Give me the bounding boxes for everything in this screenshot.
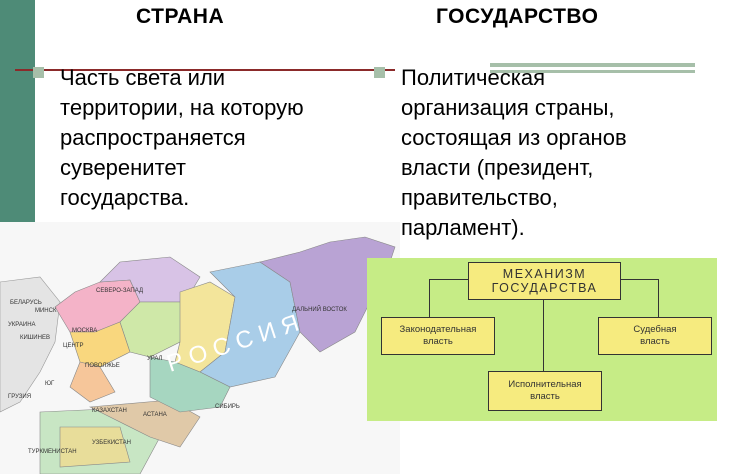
- region-label: УЗБЕКИСТАН: [92, 440, 131, 446]
- region-label: ГРУЗИЯ: [8, 394, 31, 400]
- box-label-line: власть: [423, 336, 453, 347]
- region-label: АСТАНА: [143, 412, 167, 418]
- region-label: БЕЛАРУСЬ: [10, 300, 42, 306]
- country-definition: Часть света или территории, на которую р…: [60, 63, 360, 213]
- text-line: государства.: [60, 185, 190, 210]
- region-label: МОСКВА: [72, 328, 97, 334]
- connector-line: [429, 279, 468, 280]
- region-label: ПОВОЛЖЬЕ: [85, 363, 120, 369]
- state-mechanism-diagram: МЕХАНИЗМ ГОСУДАРСТВА Законодательная вла…: [367, 258, 717, 421]
- text-line: организация страны,: [401, 95, 615, 120]
- box-label-line: власть: [640, 336, 670, 347]
- box-label-line: власть: [530, 391, 560, 402]
- text-line: территории, на которую: [60, 95, 304, 120]
- text-line: власти (президент,: [401, 155, 594, 180]
- text-line: парламент).: [401, 215, 525, 240]
- accent-sidebar-bar: [0, 0, 35, 222]
- region-label: УРАЛ: [147, 356, 163, 362]
- region-label: СИБИРЬ: [215, 404, 240, 410]
- box-title-line: ГОСУДАРСТВА: [491, 281, 598, 295]
- executive-box: Исполнительная власть: [488, 371, 602, 411]
- connector-line: [543, 298, 544, 371]
- box-title-line: МЕХАНИЗМ: [502, 267, 587, 281]
- region-label: УКРАИНА: [8, 322, 36, 328]
- heading-country: СТРАНА: [136, 5, 225, 28]
- region-label: КАЗАХСТАН: [92, 408, 127, 414]
- region-label: ЮГ: [45, 381, 55, 387]
- region-label: КИШИНЕВ: [20, 335, 50, 341]
- bullet-square-icon: [374, 67, 385, 78]
- region-label: ЦЕНТР: [63, 343, 83, 349]
- box-label-line: Исполнительная: [508, 379, 582, 390]
- text-line: распространяется: [60, 125, 246, 150]
- decorative-rule-bottom: [490, 70, 695, 73]
- state-definition: Политическая организация страны, состоящ…: [401, 63, 721, 243]
- text-line: Политическая: [401, 65, 546, 90]
- connector-line: [619, 279, 659, 280]
- title-divider: [15, 69, 395, 71]
- region-label: ТУРКМЕНИСТАН: [28, 449, 77, 455]
- bullet-square-icon: [33, 67, 44, 78]
- judicial-box: Судебная власть: [598, 317, 712, 355]
- russia-map: СЕВЕРО-ЗАПАД ДАЛЬНИЙ ВОСТОК СИБИРЬ УРАЛ …: [0, 222, 400, 474]
- text-line: суверенитет: [60, 155, 186, 180]
- box-label-line: Судебная: [633, 324, 677, 335]
- text-line: Часть света или: [60, 65, 226, 90]
- text-line: состоящая из органов: [401, 125, 627, 150]
- map-svg: СЕВЕРО-ЗАПАД ДАЛЬНИЙ ВОСТОК СИБИРЬ УРАЛ …: [0, 222, 400, 474]
- text-line: правительство,: [401, 185, 558, 210]
- region-label: ДАЛЬНИЙ ВОСТОК: [292, 305, 347, 313]
- legislative-box: Законодательная власть: [381, 317, 495, 355]
- mechanism-box: МЕХАНИЗМ ГОСУДАРСТВА: [468, 262, 621, 300]
- region-label: МИНСК: [35, 308, 57, 314]
- connector-line: [658, 279, 659, 317]
- decorative-rule-top: [490, 63, 695, 67]
- region-label: СЕВЕРО-ЗАПАД: [96, 288, 143, 294]
- box-label-line: Законодательная: [399, 324, 477, 335]
- heading-state: ГОСУДАРСТВО: [436, 5, 599, 28]
- connector-line: [429, 279, 430, 317]
